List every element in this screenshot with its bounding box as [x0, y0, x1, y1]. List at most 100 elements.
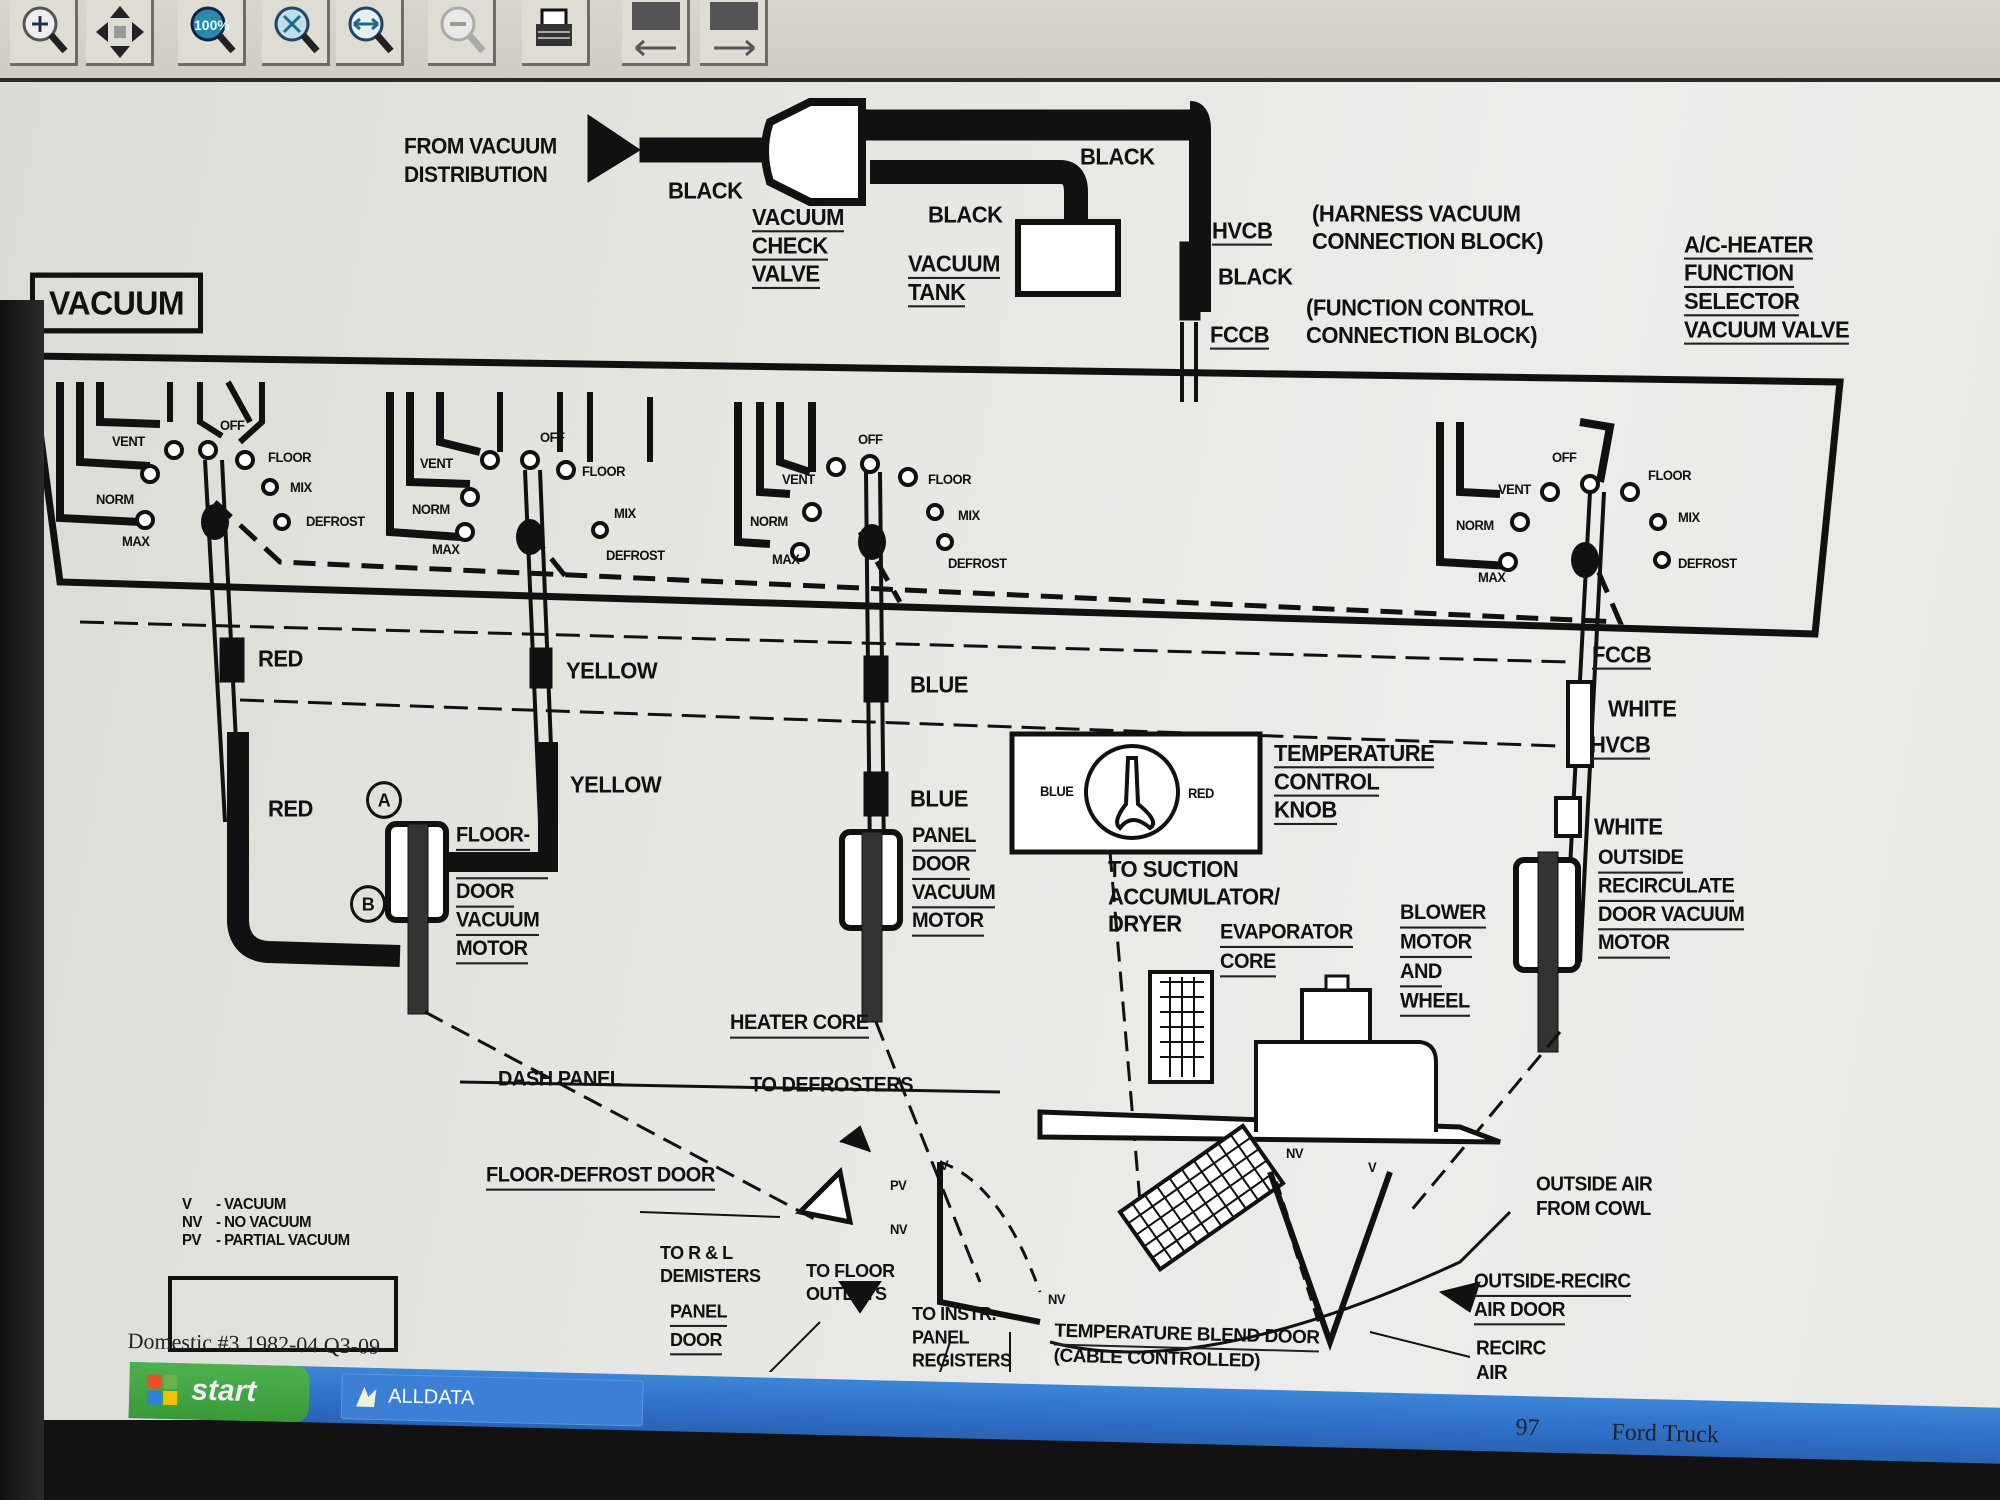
zoom-100-button[interactable]: 100% [178, 0, 246, 66]
outside-recirc-door-shape [1267, 1171, 1393, 1352]
or-motor-line-3: DOOR VACUUM [1598, 902, 1745, 931]
taskbar: start ALLDATA [128, 1362, 2000, 1465]
pos-mix-4: MIX [1678, 509, 1700, 526]
pos-vent-1: VENT [112, 433, 145, 450]
pos-off-2: OFF [540, 429, 565, 446]
selector-line-1: A/C-HEATER [1684, 231, 1814, 260]
pos-norm-1: NORM [96, 491, 134, 508]
back-arrow-icon [632, 2, 680, 57]
recirc-air-line-1: RECIRC [1476, 1337, 1546, 1360]
pos-vent-3: VENT [782, 471, 815, 488]
fccb-desc-line-1: (FUNCTION CONTROL [1306, 294, 1534, 321]
legend-code: NV [182, 1213, 202, 1232]
magnifier-minus-icon [440, 6, 486, 54]
legend-text: - PARTIAL VACUUM [216, 1231, 350, 1250]
panel-motor-line-1: PANEL [912, 823, 976, 852]
evaporator-line-1: EVAPORATOR [1220, 920, 1353, 948]
hose-blue-label-1: BLUE [910, 671, 968, 698]
knob-blue-label: BLUE [1040, 783, 1074, 800]
pos-defrost-1: DEFROST [306, 513, 365, 530]
magnifier-100-icon: 100% [190, 6, 236, 54]
zoom-100-label: 100% [194, 17, 230, 33]
blower-motor-shape [1300, 988, 1372, 1044]
black-hose-label-2: BLACK [1080, 143, 1155, 170]
to-suction-line-3: DRYER [1108, 910, 1182, 937]
pos-norm-3: NORM [750, 513, 788, 530]
pan-button[interactable] [86, 0, 154, 66]
start-label: start [190, 1373, 257, 1409]
to-instr-line-1: TO INSTR. [912, 1303, 997, 1325]
panel-motor-label: PANEL DOOR VACUUM MOTOR [912, 823, 996, 937]
port-a: A [366, 781, 402, 819]
zoom-in-button[interactable] [10, 0, 78, 66]
check-valve-line-1: VACUUM [752, 204, 844, 233]
from-vacuum-label: FROM VACUUM DISTRIBUTION [404, 134, 557, 188]
vacuum-diagram: VACUUM FROM VACUUM DISTRIBUTION BLACK BL… [0, 82, 2000, 1384]
printer-icon [536, 8, 572, 46]
fd-motor-line-4: VACUUM [456, 908, 540, 937]
zoom-fit-button[interactable] [262, 0, 330, 66]
to-defrosters-label: TO DEFROSTERS [750, 1073, 914, 1097]
check-valve-shape [761, 98, 866, 206]
legend-code: V [182, 1195, 192, 1214]
fd-motor-line-2: DEFROST [456, 851, 549, 880]
pos-defrost-4: DEFROST [1678, 555, 1737, 572]
recirc-air-line-2: AIR [1476, 1362, 1508, 1385]
start-button[interactable]: start [128, 1362, 310, 1423]
legend-box [168, 1276, 398, 1352]
zoom-out-button[interactable] [428, 0, 496, 66]
outside-air-line-2: FROM COWL [1536, 1198, 1651, 1221]
pos-defrost-3: DEFROST [948, 555, 1007, 572]
magnifier-fit-icon [274, 6, 320, 54]
pos-max-1: MAX [122, 533, 150, 550]
selector-line-3: SELECTOR [1684, 288, 1800, 317]
zoom-width-button[interactable] [336, 0, 404, 66]
four-arrow-pan-icon [96, 6, 144, 58]
vacuum-tank-box [1015, 219, 1121, 297]
panel-door-label: PANEL DOOR [670, 1299, 728, 1356]
recirc-air-label: RECIRC AIR [1476, 1337, 1546, 1385]
pos-floor-1: FLOOR [268, 449, 312, 466]
forward-button[interactable] [700, 0, 768, 66]
print-button[interactable] [522, 0, 590, 66]
blower-line-1: BLOWER [1400, 900, 1486, 929]
hose-yellow-label-2: YELLOW [570, 771, 662, 798]
diagram-lines [25, 98, 1844, 1372]
hose-white-label-2: WHITE [1594, 813, 1663, 840]
fd-motor-line-5: MOTOR [456, 936, 528, 965]
hvcb-text: HVCB [1212, 217, 1273, 246]
pos-off-3: OFF [858, 431, 883, 448]
temp-blend-line-2: (CABLE CONTROLLED) [1053, 1345, 1261, 1372]
pos-floor-3: FLOOR [928, 471, 972, 488]
hvcb-desc-line-1: (HARNESS VACUUM [1312, 200, 1521, 227]
to-instr-line-2: PANEL [912, 1326, 970, 1348]
vacuum-tank-line-2: TANK [908, 279, 966, 308]
black-hose-label-4: BLACK [1218, 263, 1293, 290]
outside-recirc-motor-shape [1513, 851, 1581, 1053]
monitor-bezel-left [0, 300, 44, 1500]
floor-defrost-door-label: FLOOR-DEFROST DOOR [486, 1161, 715, 1191]
hose-blue-label-2: BLUE [910, 785, 968, 812]
fccb-label: FCCB [1210, 321, 1270, 350]
temp-blend-label: TEMPERATURE BLEND DOOR (CABLE CONTROLLED… [1053, 1318, 1320, 1375]
alldata-task-label: ALLDATA [387, 1385, 475, 1410]
windows-logo-icon [146, 1374, 178, 1406]
taskbar-item-alldata[interactable]: ALLDATA [340, 1373, 644, 1427]
vehicle-name: Ford Truck [1611, 1419, 1720, 1449]
fd-motor-line-1: FLOOR- [456, 823, 530, 851]
floor-outlets-line-2: OUTLETS [806, 1283, 887, 1305]
selector-line-4: VACUUM VALVE [1684, 316, 1850, 345]
page-number: 97 [1515, 1414, 1540, 1442]
pos-norm-2: NORM [412, 501, 450, 518]
floor-defrost-motor-label: FLOOR- DEFROST DOOR VACUUM MOTOR [456, 823, 549, 965]
vacuum-tank-line-1: VACUUM [908, 251, 1000, 279]
evaporator-line-2: CORE [1220, 949, 1276, 978]
check-valve-label: VACUUM CHECK VALVE [752, 204, 844, 290]
demisters-line-1: TO R & L [660, 1241, 733, 1263]
section-title: VACUUM [30, 272, 204, 334]
or-door-line-2: AIR DOOR [1474, 1297, 1566, 1326]
back-button[interactable] [622, 0, 690, 66]
fccb-desc-line-2: CONNECTION BLOCK) [1306, 322, 1538, 349]
state-pv-mark: PV [890, 1177, 907, 1194]
magnifier-plus-icon [22, 6, 68, 54]
